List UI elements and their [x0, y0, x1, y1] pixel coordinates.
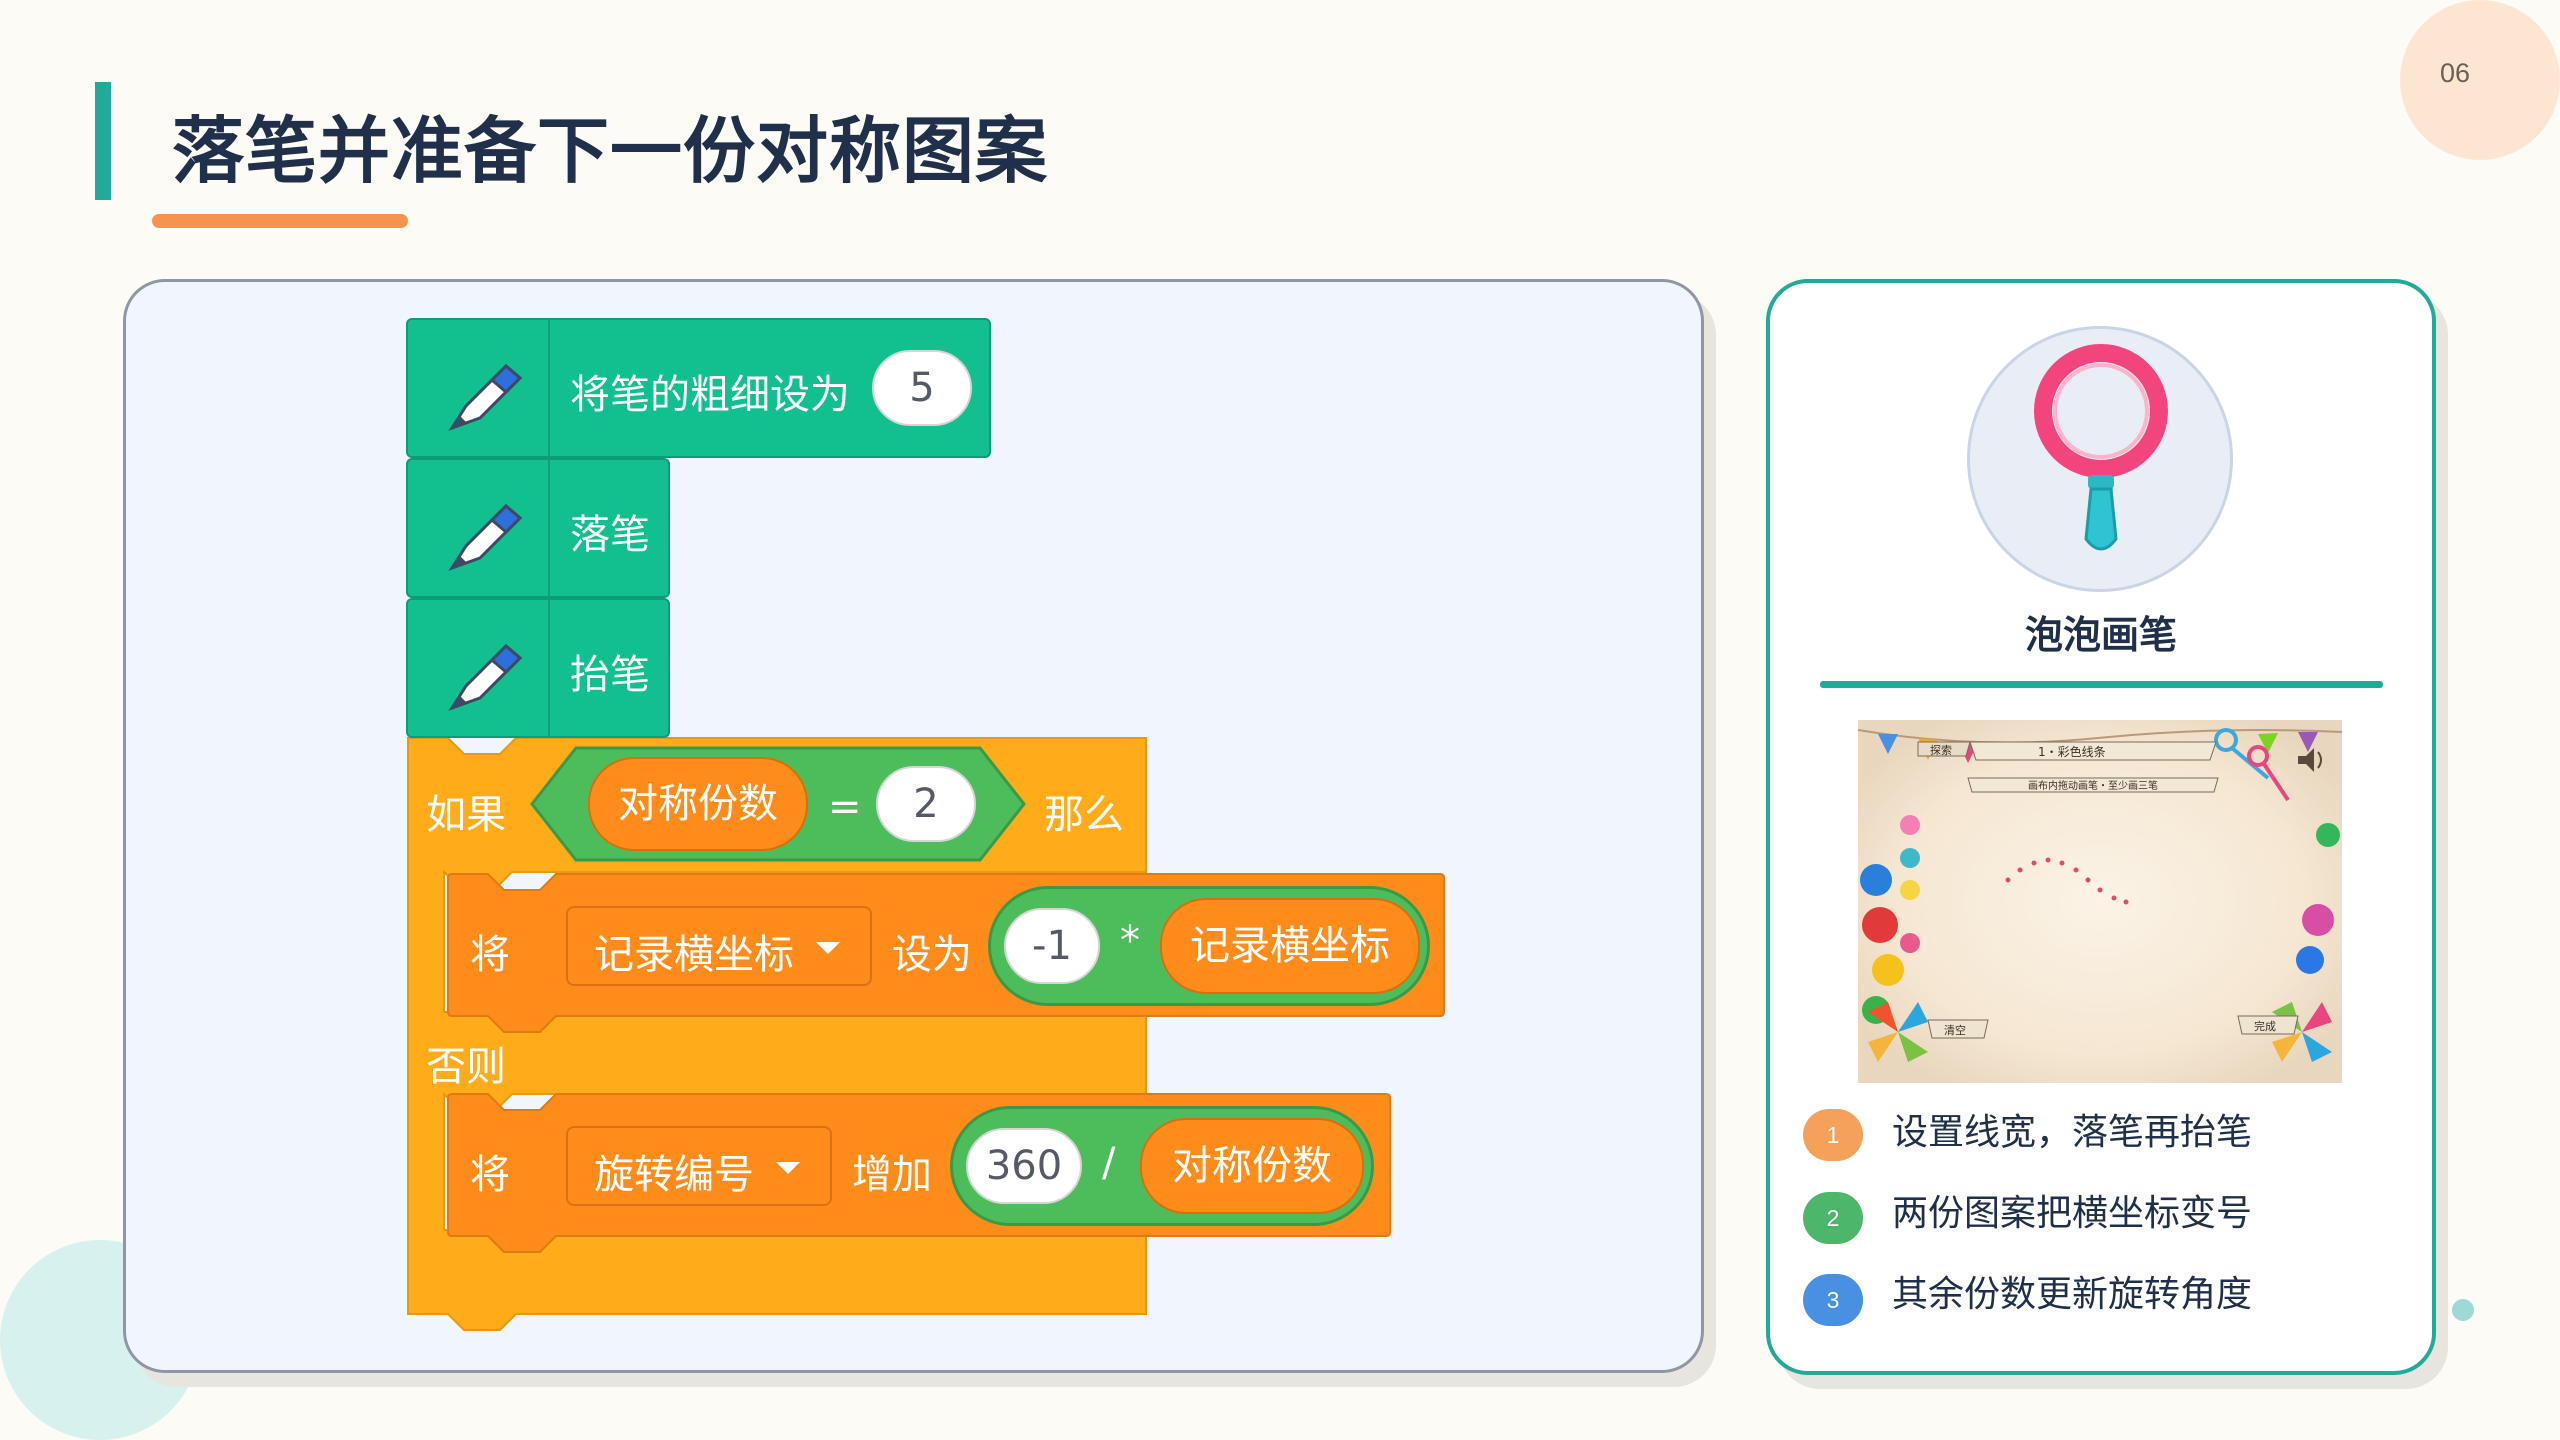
step-number-1: 1 [1803, 1109, 1863, 1161]
step-text-3: 其余份数更新旋转角度 [1892, 1274, 2253, 1315]
step-text-1: 设置线宽，落笔再抬笔 [1892, 1112, 2253, 1153]
chevron-down-icon [816, 942, 840, 954]
change-by-label: 增加 [852, 1152, 932, 1198]
variable-dropdown[interactable]: 记录横坐标 [566, 906, 872, 986]
if-label: 如果 [426, 792, 506, 838]
title-underline [152, 214, 408, 228]
rotation-dropdown-value: 旋转编号 [594, 1152, 754, 1198]
tool-icon-circle [1967, 326, 2233, 592]
bubble-wand-icon [2034, 344, 2168, 551]
speaker-icon [2298, 748, 2322, 772]
card-divider [1820, 681, 2383, 688]
else-label: 否则 [426, 1044, 506, 1090]
page-badge [2400, 0, 2560, 160]
step-text-2: 两份图案把横坐标变号 [1892, 1193, 2253, 1234]
app-screenshot: 探索 1・彩色线条 画布内拖动画笔・至少画三笔 清空 完成 [1858, 720, 2342, 1083]
pen-icon [448, 503, 523, 571]
set-to-label: 设为 [892, 932, 972, 978]
pen-up-block[interactable]: 抬笔 [406, 598, 670, 738]
title-accent-bar [95, 82, 111, 200]
pen-icon [448, 363, 523, 431]
condition-value-input[interactable]: 2 [876, 766, 976, 842]
symmetry-count-reporter[interactable]: 对称份数 [1140, 1118, 1364, 1214]
pen-up-label: 抬笔 [570, 652, 650, 698]
rotation-dropdown[interactable]: 旋转编号 [566, 1126, 832, 1206]
dot-decoration [2452, 1299, 2474, 1321]
block-icon-divider [408, 600, 550, 736]
multiply-operand-input[interactable]: -1 [1004, 908, 1100, 984]
tab-explore-label: 探索 [1930, 743, 1952, 757]
chevron-down-icon [776, 1162, 800, 1174]
level-title: 1・彩色线条 [2038, 745, 2106, 759]
symmetry-count-reporter[interactable]: 对称份数 [588, 757, 808, 851]
step-number-2: 2 [1803, 1192, 1863, 1244]
x-record-reporter[interactable]: 记录横坐标 [1160, 898, 1420, 994]
done-button: 完成 [2254, 1019, 2276, 1033]
page-number: 06 [2439, 58, 2471, 88]
pen-down-block[interactable]: 落笔 [406, 458, 670, 598]
clear-button: 清空 [1944, 1023, 1966, 1037]
tool-name: 泡泡画笔 [2024, 613, 2177, 657]
equals-operator: = [828, 784, 862, 830]
then-label: 那么 [1044, 792, 1124, 838]
divide-operand-input[interactable]: 360 [966, 1128, 1082, 1204]
pen-icon [448, 643, 523, 711]
divide-sign: / [1102, 1140, 1116, 1186]
multiply-sign: * [1120, 918, 1140, 964]
block-icon-divider [408, 320, 550, 456]
change-prefix-label: 将 [470, 1152, 510, 1198]
block-icon-divider [408, 460, 550, 596]
pen-size-input[interactable]: 5 [872, 350, 972, 426]
set-pen-size-label: 将笔的粗细设为 [570, 372, 850, 418]
set-pen-size-block[interactable]: 将笔的粗细设为 5 [406, 318, 991, 458]
instruction-text: 画布内拖动画笔・至少画三笔 [2028, 779, 2158, 792]
page-title: 落笔并准备下一份对称图案 [172, 109, 1049, 193]
pen-down-label: 落笔 [570, 512, 650, 558]
variable-dropdown-value: 记录横坐标 [594, 932, 794, 978]
step-number-3: 3 [1803, 1274, 1863, 1326]
set-prefix-label: 将 [470, 932, 510, 978]
